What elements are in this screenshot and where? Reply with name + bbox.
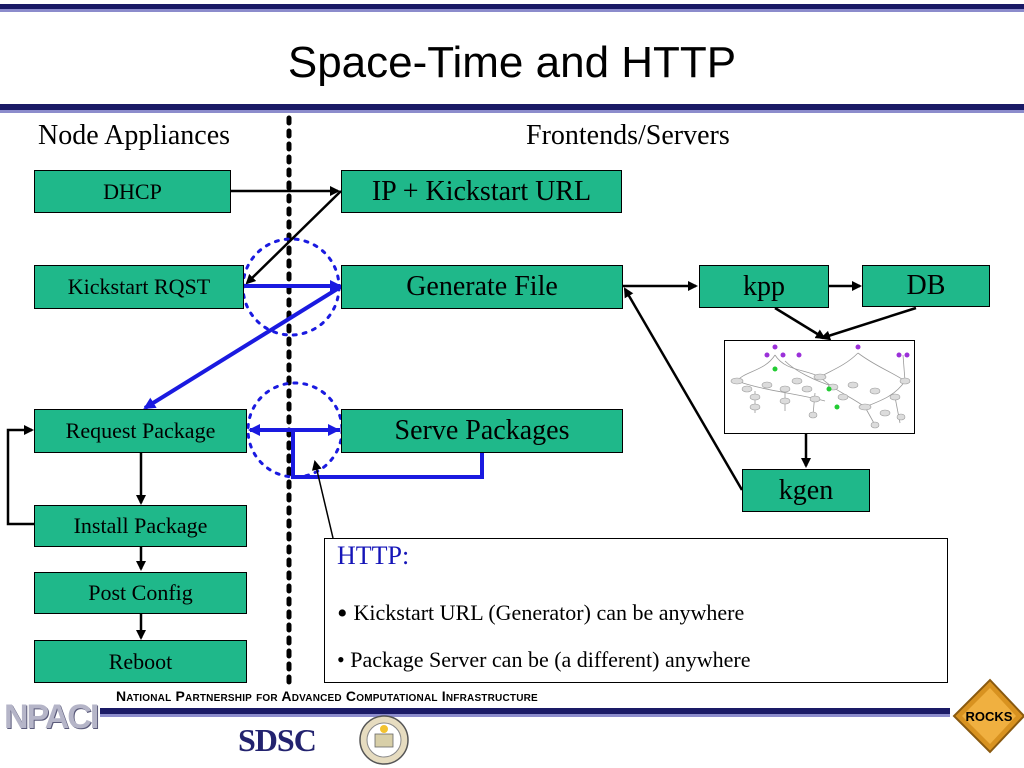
arrow-request-to-serve [291, 424, 484, 479]
callout-bullet-1-text: Kickstart URL (Generator) can be anywher… [353, 600, 745, 625]
header-bottom-bar-light [0, 110, 1024, 113]
step-kpp: kpp [699, 265, 829, 308]
step-dhcp: DHCP [34, 170, 231, 213]
step-kickstart-rqst: Kickstart RQST [34, 265, 244, 309]
npaci-logo: NPACI [4, 698, 99, 736]
step-install-package: Install Package [34, 505, 247, 547]
callout-heading: HTTP: [337, 541, 410, 570]
step-reboot: Reboot [34, 640, 247, 683]
sdsc-logo: SDSC [238, 722, 317, 758]
arrow-kgen-to-generate [623, 287, 744, 491]
arrow-generate-to-request [143, 284, 344, 410]
arrow-db-to-graph [820, 306, 917, 341]
header-bottom-bar [0, 104, 1024, 110]
arrow-ip-to-kickstart-rqst [245, 190, 342, 285]
graph-thumbnail-image [730, 344, 911, 429]
footer-bar [100, 708, 950, 714]
step-kgen: kgen [742, 469, 870, 512]
arrow-install-loop [6, 425, 35, 526]
step-ip-kickstart-url: IP + Kickstart URL [341, 170, 622, 213]
callout-pointer [311, 460, 334, 539]
arrow-kpp-to-graph [774, 306, 826, 340]
step-serve-packages: Serve Packages [341, 409, 623, 453]
header-top-bar-light [0, 9, 1024, 12]
step-request-package: Request Package [34, 409, 247, 453]
callout-bullet-2: • Package Server can be (a different) an… [337, 647, 751, 672]
slide-title: Space-Time and HTTP [287, 38, 737, 87]
footer-bar-light [100, 714, 950, 717]
callout-bullet-1: •Kickstart URL (Generator) can be anywhe… [337, 597, 744, 631]
header-top-bar [0, 4, 1024, 9]
column-heading-node-appliances: Node Appliances [38, 120, 231, 151]
step-post-config: Post Config [34, 572, 247, 614]
kickstart-graph-thumbnail [724, 340, 915, 434]
http-callout: HTTP: •Kickstart URL (Generator) can be … [324, 538, 948, 683]
bullet-glyph: • [337, 597, 348, 630]
step-db: DB [862, 265, 990, 307]
column-heading-frontends-servers: Frontends/Servers [526, 120, 730, 151]
step-generate-file: Generate File [341, 265, 623, 309]
footer-org-name: National Partnership for Advanced Comput… [116, 688, 538, 704]
